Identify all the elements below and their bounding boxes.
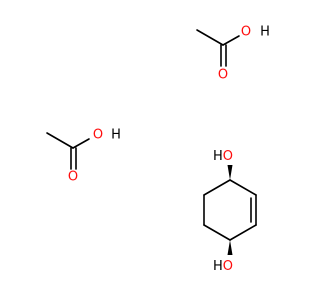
chemical-structure-diagram: O H O O H O HO — [46, 25, 270, 274]
cyclohexenediol-molecule: HO HO — [203, 149, 257, 274]
hydrogen-label: H — [260, 25, 270, 40]
ring-bond — [229, 179, 257, 196]
oxygen-label: O — [68, 170, 78, 185]
stereo-wedge-bond — [227, 240, 233, 255]
bond-carbonyl-hydroxyl — [222, 35, 240, 46]
stereo-wedge-bond — [227, 165, 233, 180]
ring-bond — [203, 179, 231, 196]
oxygen-label: O — [218, 68, 228, 83]
hydroxyl-label: HO — [213, 149, 233, 164]
bond-methyl-carbonyl — [46, 132, 74, 149]
acetic-acid-molecule-1: O H O — [196, 25, 270, 83]
hydroxyl-label: HO — [213, 259, 233, 274]
oxygen-label: O — [241, 25, 251, 40]
acetic-acid-molecule-2: O H O — [46, 128, 121, 185]
structure-canvas: O H O O H O HO — [46, 24, 270, 274]
ring-bond — [203, 224, 231, 241]
ring-bond — [229, 224, 257, 241]
hydrogen-label: H — [111, 128, 121, 143]
oxygen-label: O — [93, 128, 103, 143]
bond-carbonyl-hydroxyl — [72, 138, 90, 149]
bond-methyl-carbonyl — [196, 29, 224, 46]
